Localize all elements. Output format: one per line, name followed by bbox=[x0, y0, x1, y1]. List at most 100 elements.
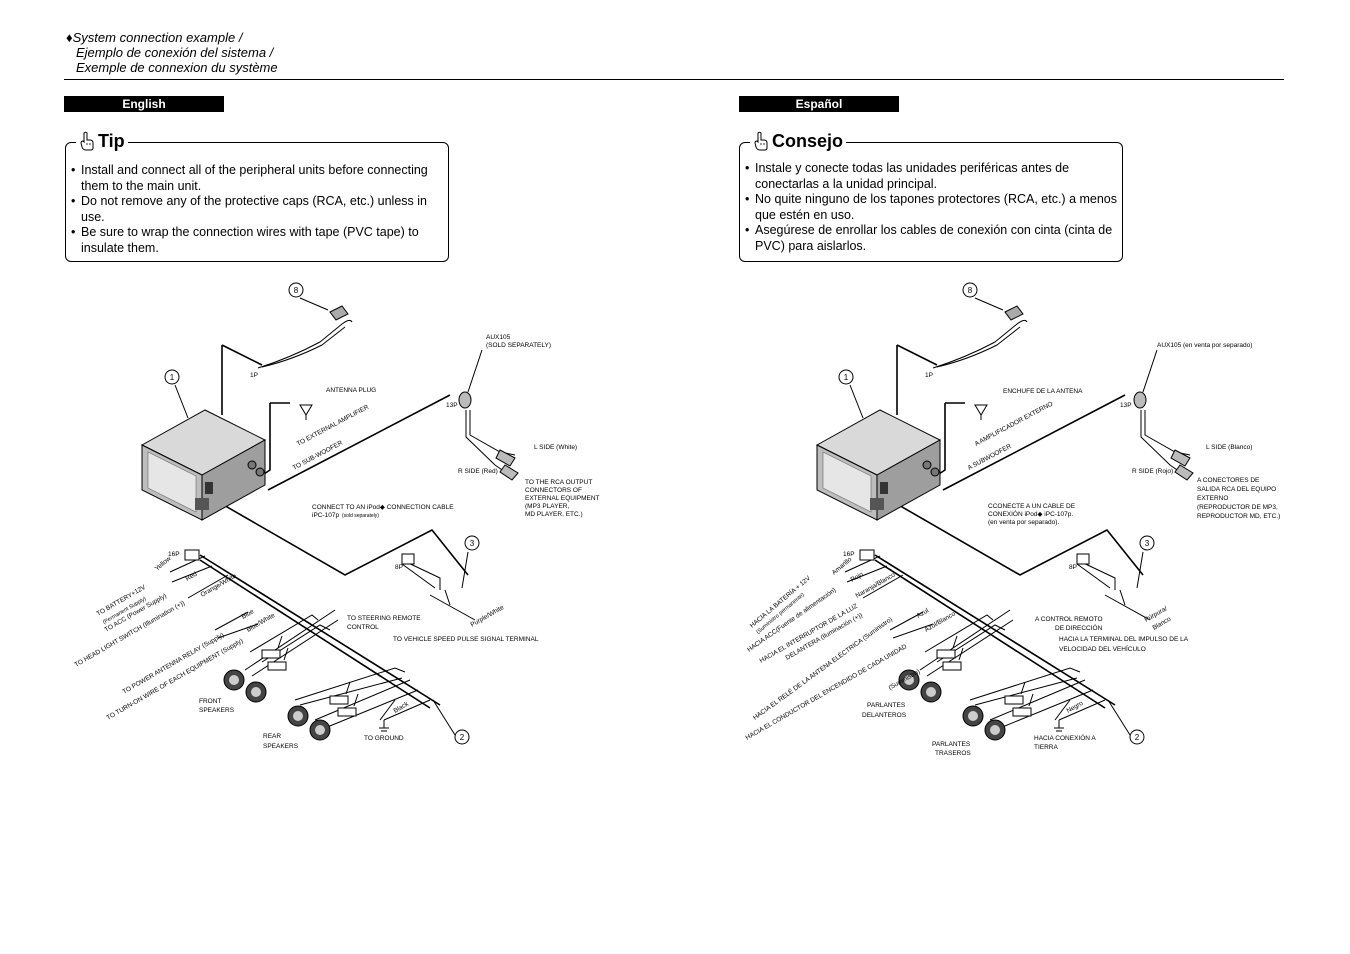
label-front-2: SPEAKERS bbox=[199, 707, 235, 714]
tip-item: No quite ninguno de los tapones protecto… bbox=[745, 192, 1120, 223]
label-1p: 1P bbox=[925, 372, 933, 379]
label-rear-2: SPEAKERS bbox=[263, 743, 299, 750]
wiring-diagram-spanish: 8 1 3 2 1P 13P 16P 8P ENCHUFE DE LA ANTE… bbox=[745, 282, 1280, 757]
label-speed-1: HACIA LA TERMINAL DEL IMPULSO DE LA bbox=[1059, 636, 1189, 643]
label-front-1: FRONT bbox=[199, 698, 221, 705]
label-rca-2: CONNECTORS OF bbox=[525, 487, 582, 494]
label-rca-3: EXTERNAL EQUIPMENT bbox=[525, 495, 600, 502]
callout-leaders bbox=[849, 297, 1144, 736]
connector-8p bbox=[401, 553, 415, 565]
antenna-icon bbox=[299, 404, 313, 420]
label-steering-1: A CONTROL REMOTO bbox=[1035, 616, 1103, 623]
speaker-icon bbox=[898, 669, 920, 691]
tip-item: Asegúrese de enrollar los cables de cone… bbox=[745, 223, 1120, 254]
tip-box-english bbox=[65, 142, 449, 262]
wiring-diagram-english: 8 1 3 2 1P 13P 16P 8P ANTENNA PLUG AUX10… bbox=[74, 282, 600, 750]
label-rear-1: REAR bbox=[263, 733, 281, 740]
speaker-icon bbox=[287, 705, 309, 727]
label-rca-1: TO THE RCA OUTPUT bbox=[525, 479, 592, 486]
pointing-hand-icon bbox=[753, 131, 769, 151]
callout-2: 2 bbox=[460, 733, 465, 742]
pointing-hand-icon bbox=[79, 131, 95, 151]
callout-3: 3 bbox=[470, 539, 475, 548]
label-aux-sold: (SOLD SEPARATELY) bbox=[486, 342, 551, 349]
head-unit bbox=[140, 409, 267, 521]
label-rca-4: (REPRODUCTOR DE MP3, bbox=[1197, 504, 1278, 511]
speaker-icon bbox=[223, 669, 245, 691]
tip-list-spanish: Instale y conecte todas las unidades per… bbox=[745, 161, 1120, 254]
label-ipod-2: CONEXIÓN iPod◆ iPC-107p. bbox=[988, 509, 1073, 518]
label-rear-2: TRASEROS bbox=[935, 750, 971, 757]
label-ground: TO GROUND bbox=[364, 735, 404, 742]
ground-icon bbox=[1054, 720, 1064, 732]
label-speed-2: VELOCIDAD DEL VEHÍCULO bbox=[1059, 644, 1146, 653]
heading-line-french: Exemple de connexion du système bbox=[76, 60, 278, 75]
heading-line-spanish: Ejemplo de conexión del sistema / bbox=[76, 45, 274, 60]
callout-1: 1 bbox=[170, 373, 175, 382]
tip-item: Do not remove any of the protective caps… bbox=[71, 194, 446, 225]
label-steering-1: TO STEERING REMOTE bbox=[347, 615, 421, 622]
label-ground-2: TIERRA bbox=[1034, 744, 1059, 751]
label-rca-3: EXTERNO bbox=[1197, 495, 1228, 502]
label-red: Rojo bbox=[850, 571, 865, 584]
callout-3: 3 bbox=[1145, 539, 1150, 548]
label-ipod-model: iPC-107p bbox=[312, 512, 339, 519]
label-r-side: R SIDE (Red) bbox=[458, 468, 498, 475]
head-unit bbox=[815, 409, 942, 521]
aux-adapter bbox=[1133, 349, 1194, 481]
antenna-unit bbox=[329, 305, 349, 321]
label-front-1: PARLANTES bbox=[867, 702, 906, 709]
aux-adapter bbox=[458, 349, 519, 481]
label-antenna-plug: ANTENNA PLUG bbox=[326, 387, 376, 394]
label-battery: HACIA LA BATERÍA + 12V bbox=[748, 573, 813, 630]
label-r-side: R SIDE (Rojo) bbox=[1132, 468, 1173, 475]
label-ipod-sold: (sold separately) bbox=[342, 513, 379, 519]
callout-8: 8 bbox=[294, 286, 299, 295]
label-speed: TO VEHICLE SPEED PULSE SIGNAL TERMINAL bbox=[393, 636, 539, 643]
label-8p: 8P bbox=[1069, 564, 1077, 571]
language-label-spanish: Español bbox=[739, 96, 899, 112]
label-aux: AUX105 (en venta por separado) bbox=[1157, 342, 1252, 349]
thin-wires bbox=[844, 319, 1191, 731]
label-16p: 16P bbox=[168, 551, 180, 558]
speaker-connectors bbox=[261, 635, 359, 717]
tip-box-spanish bbox=[739, 142, 1123, 262]
tip-list-english: Install and connect all of the periphera… bbox=[71, 163, 446, 256]
ground-icon bbox=[379, 720, 389, 732]
speaker-icon bbox=[962, 705, 984, 727]
label-l-side: L SIDE (White) bbox=[534, 444, 577, 451]
tip-item: Install and connect all of the periphera… bbox=[71, 163, 446, 194]
label-orange: Orange/White bbox=[200, 572, 239, 598]
header-divider bbox=[64, 79, 1284, 80]
connector-16p bbox=[184, 549, 200, 561]
label-rca-1: A CONECTORES DE bbox=[1197, 477, 1260, 484]
thin-wires bbox=[169, 319, 516, 731]
label-antenna-relay: TO POWER ANTENNA RELAY (Supply) bbox=[122, 632, 226, 696]
label-ipod: CONNECT TO AN iPod◆ CONNECTION CABLE bbox=[312, 504, 454, 511]
label-13p: 13P bbox=[1120, 402, 1132, 409]
speaker-icon bbox=[920, 681, 942, 703]
label-1p: 1P bbox=[250, 372, 258, 379]
label-rca-5: REPRODUCTOR MD, ETC.) bbox=[1197, 513, 1280, 520]
label-front-2: DELANTEROS bbox=[862, 712, 907, 719]
wires bbox=[874, 344, 1144, 709]
label-yellow: Yellow bbox=[154, 555, 173, 572]
label-ground-1: HACIA CONEXIÓN A bbox=[1034, 733, 1096, 742]
language-label-english: English bbox=[64, 96, 224, 112]
speaker-icon bbox=[309, 719, 331, 741]
label-rear-1: PARLANTES bbox=[932, 741, 971, 748]
label-blue: Azul bbox=[916, 607, 931, 620]
callouts bbox=[838, 282, 1155, 745]
callout-1: 1 bbox=[844, 373, 849, 382]
label-13p: 13P bbox=[446, 402, 458, 409]
label-l-side: L SIDE (Blanco) bbox=[1206, 444, 1252, 451]
tip-title: Consejo bbox=[772, 131, 844, 151]
tip-item: Be sure to wrap the connection wires wit… bbox=[71, 225, 446, 256]
label-yellow: Amarillo bbox=[831, 556, 854, 577]
section-heading: ♦System connection example / Ejemplo de … bbox=[66, 30, 278, 75]
wires bbox=[199, 344, 469, 709]
label-blue: Blue bbox=[241, 608, 256, 621]
heading-line-english: ♦System connection example / bbox=[66, 30, 243, 45]
tip-heading-spanish: Consejo bbox=[750, 130, 847, 152]
tip-heading-english: Tip bbox=[76, 130, 128, 152]
